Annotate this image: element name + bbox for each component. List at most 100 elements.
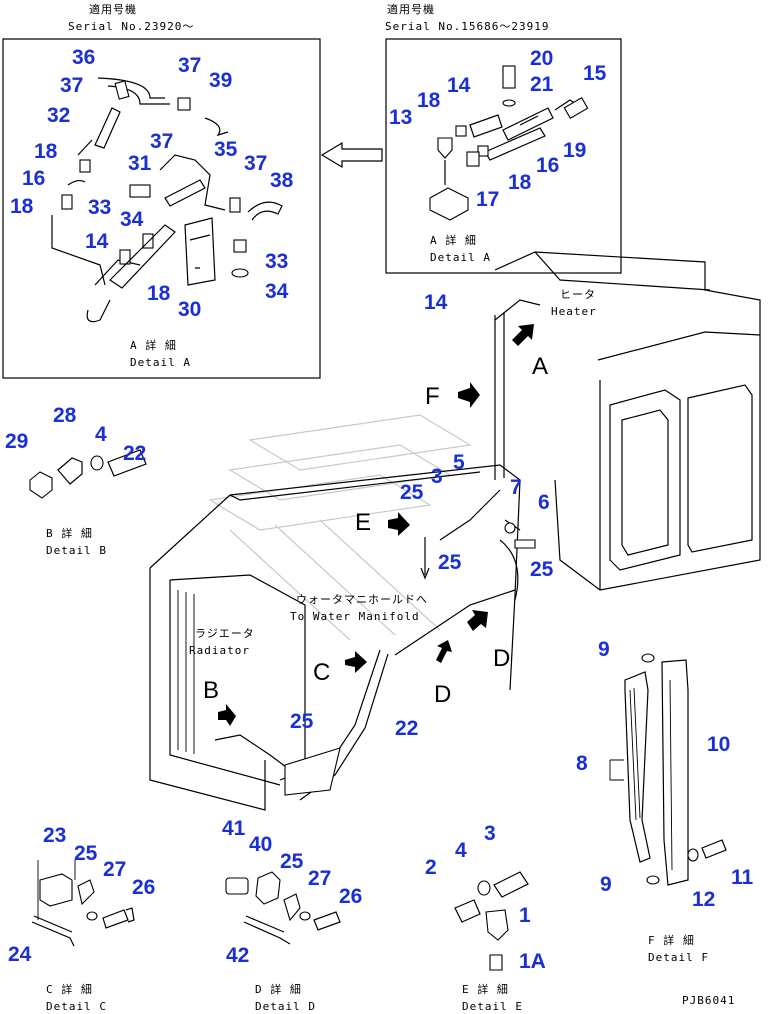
drawing-code: PJB6041: [682, 994, 735, 1007]
part-callout-1A: 1A: [519, 950, 546, 973]
left-arrow: [320, 141, 383, 169]
manifold-label-en: To Water Manifold: [290, 610, 420, 623]
part-callout-35: 35: [214, 138, 238, 161]
detail-a-left-callouts: 36 37 39 37 32 18 16 18 31 37 35 37 38 3…: [10, 46, 294, 321]
radiator-label-en: Radiator: [189, 644, 250, 657]
part-callout-9: 9: [600, 873, 612, 896]
detail-a-right-frame: [385, 38, 622, 274]
serial-right: Serial No.15686～23919: [385, 20, 549, 33]
part-callout-25: 25: [400, 481, 424, 504]
radiator-label-jp: ラジエータ: [195, 627, 255, 640]
part-callout-18: 18: [147, 282, 171, 305]
detail-b-callouts: 28 29 4 22: [5, 404, 146, 465]
part-callout-25: 25: [530, 558, 554, 581]
view-arrows: [218, 324, 534, 726]
view-letter-C: C: [313, 659, 330, 686]
part-callout-25: 25: [438, 551, 462, 574]
part-callout-26: 26: [339, 885, 362, 908]
part-callout-8: 8: [576, 752, 588, 775]
part-callout-2: 2: [425, 856, 437, 879]
detail-b-parts: [29, 449, 147, 499]
serial-right-title: 適用号機: [387, 2, 435, 16]
part-callout-5: 5: [453, 451, 465, 474]
heater-label-en: Heater: [551, 305, 597, 318]
part-callout-41: 41: [222, 817, 246, 840]
part-callout-33: 33: [88, 196, 111, 219]
detail-a-left-en: Detail A: [130, 356, 191, 369]
part-callout-40: 40: [249, 833, 272, 856]
view-letter-D: D: [493, 645, 510, 672]
part-callout-24: 24: [8, 943, 32, 966]
part-callout-42: 42: [226, 944, 249, 967]
detail-d-callouts: 41 40 25 27 26 42: [222, 817, 362, 967]
part-callout-15: 15: [583, 62, 607, 85]
part-callout-31: 31: [128, 152, 152, 175]
part-callout-37: 37: [178, 54, 201, 77]
part-callout-7: 7: [510, 476, 522, 499]
part-callout-27: 27: [308, 867, 331, 890]
detail-c-parts: [31, 860, 135, 947]
detail-a-left-jp: A 詳 細: [130, 338, 177, 352]
part-callout-9: 9: [598, 638, 610, 661]
part-callout-16: 16: [22, 167, 45, 190]
part-callout-28: 28: [53, 404, 77, 427]
detail-b-jp: B 詳 細: [46, 526, 93, 540]
part-callout-10: 10: [707, 733, 730, 756]
serial-left-title: 適用号機: [89, 2, 137, 16]
view-letter-F: F: [425, 383, 440, 410]
manifold-label-jp: ウォータマニホールドへ: [296, 593, 428, 606]
part-callout-25: 25: [74, 842, 98, 865]
part-callout-23: 23: [43, 824, 66, 847]
detail-f-callouts: 9 8 10 9 12 11: [576, 638, 754, 911]
view-letter-B: B: [203, 677, 219, 704]
part-callout-4: 4: [455, 839, 467, 862]
part-callout-26: 26: [132, 876, 155, 899]
serial-left: Serial No.23920～: [68, 20, 194, 33]
detail-a-right-jp: A 詳 細: [430, 233, 477, 247]
part-callout-22: 22: [395, 717, 418, 740]
detail-b-en: Detail B: [46, 544, 107, 557]
heater-label-jp: ヒータ: [560, 288, 596, 301]
part-callout-14: 14: [447, 74, 471, 97]
part-callout-4: 4: [95, 423, 107, 446]
detail-f-en: Detail F: [648, 951, 709, 964]
detail-c-callouts: 23 25 27 26 24: [8, 824, 155, 966]
part-callout-18: 18: [34, 140, 58, 163]
part-callout-3: 3: [484, 822, 496, 845]
detail-d-parts: [225, 871, 341, 945]
view-letter-A: A: [532, 353, 548, 380]
part-callout-32: 32: [47, 104, 70, 127]
part-callout-29: 29: [5, 430, 28, 453]
part-callout-34: 34: [120, 208, 144, 231]
detail-a-right-callouts: 20 21 15 18 14 13 19 16 18 17: [389, 47, 607, 211]
part-callout-33: 33: [265, 250, 288, 273]
part-callout-38: 38: [270, 169, 294, 192]
part-callout-37: 37: [150, 130, 173, 153]
detail-e-callouts: 3 2 4 1 1A: [425, 822, 546, 973]
detail-a-right-en: Detail A: [430, 251, 491, 264]
part-callout-30: 30: [178, 298, 201, 321]
main-callouts: 14 3 5 25 7 6 25 25 22 25: [290, 291, 554, 740]
detail-d-jp: D 詳 細: [255, 982, 302, 996]
view-letter-D: D: [434, 681, 451, 708]
part-callout-27: 27: [103, 858, 126, 881]
part-callout-16: 16: [536, 154, 559, 177]
detail-f-parts: [609, 653, 727, 886]
part-callout-18: 18: [508, 171, 532, 194]
part-callout-25: 25: [290, 710, 314, 733]
part-callout-12: 12: [692, 888, 715, 911]
part-callout-14: 14: [424, 291, 448, 314]
part-callout-36: 36: [72, 46, 95, 69]
detail-e-jp: E 詳 細: [462, 982, 509, 996]
part-callout-22: 22: [123, 442, 146, 465]
detail-c-jp: C 詳 細: [46, 982, 93, 996]
part-callout-18: 18: [417, 89, 441, 112]
detail-d-en: Detail D: [255, 1000, 316, 1013]
detail-a-left-parts: [51, 77, 283, 323]
detail-a-right-parts: [429, 65, 589, 221]
part-callout-11: 11: [731, 866, 754, 889]
detail-e-parts: [454, 871, 529, 971]
detail-c-en: Detail C: [46, 1000, 107, 1013]
part-callout-20: 20: [530, 47, 553, 70]
